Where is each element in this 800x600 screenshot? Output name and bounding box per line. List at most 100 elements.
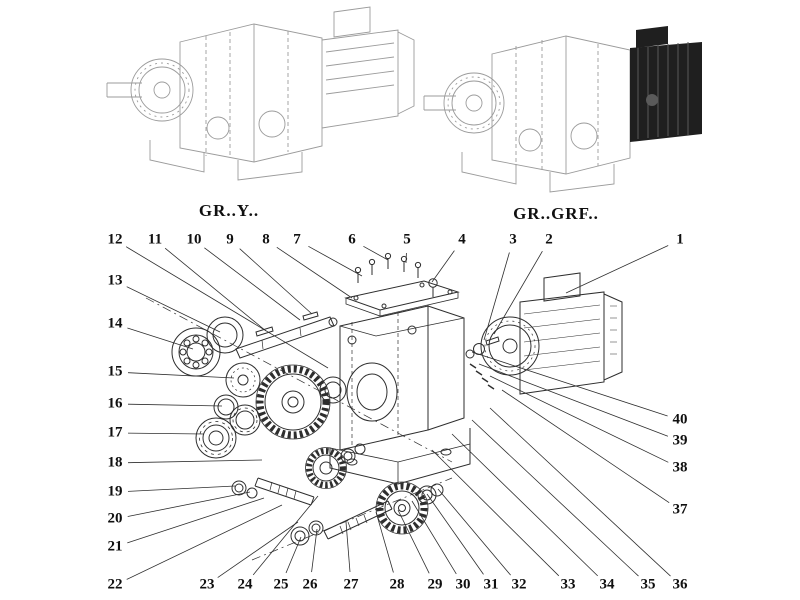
- leader-line-1: [565, 245, 669, 294]
- callout-20: 20: [107, 510, 123, 527]
- assembly-axis-lines: [145, 297, 453, 561]
- output-gear: [255, 364, 331, 440]
- leader-line-17: [127, 432, 205, 435]
- leader-line-30: [411, 500, 457, 575]
- callout-21: 21: [107, 538, 123, 555]
- second-stage-gear: [376, 482, 428, 534]
- callout-9: 9: [226, 231, 234, 248]
- callout-23: 23: [199, 576, 215, 593]
- leader-line-21: [127, 497, 265, 544]
- callout-12: 12: [107, 231, 123, 248]
- leader-line-9: [239, 248, 313, 315]
- callout-19: 19: [107, 483, 123, 500]
- leader-line-37: [501, 389, 670, 504]
- pinion-shaft: [254, 477, 315, 506]
- callout-31: 31: [483, 576, 499, 593]
- callout-28: 28: [389, 576, 405, 593]
- assembled-view-gr-grf: [423, 26, 702, 193]
- leader-line-6: [363, 245, 389, 261]
- intermediate-gear: [306, 448, 346, 488]
- fan-cowl: [603, 293, 623, 381]
- shaft-key: [302, 311, 319, 321]
- callout-35: 35: [640, 576, 656, 593]
- callout-17: 17: [107, 424, 123, 441]
- leader-line-29: [397, 509, 430, 574]
- retaining-washer: [319, 376, 347, 404]
- callout-16: 16: [107, 395, 123, 412]
- leader-line-22: [126, 504, 283, 580]
- bearing-cover: [225, 362, 261, 398]
- intermediate-shaft-assembly: [231, 443, 366, 506]
- terminal-box: [543, 272, 581, 302]
- terminal-box: [333, 6, 371, 38]
- leader-line-24: [252, 495, 319, 576]
- leader-line-19: [127, 485, 236, 492]
- input-key: [485, 336, 500, 346]
- leader-line-11: [164, 247, 267, 332]
- callout-26: 26: [302, 576, 318, 593]
- assembled-view-gr-y: [106, 6, 415, 181]
- leader-line-23: [217, 521, 299, 578]
- callout-38: 38: [672, 459, 688, 476]
- exploded-view: [145, 252, 623, 561]
- callout-18: 18: [107, 454, 123, 471]
- callout-4: 4: [458, 231, 466, 248]
- leader-line-38: [489, 375, 669, 463]
- leader-line-20: [127, 491, 251, 517]
- oil-seal: [206, 316, 244, 354]
- second-shaft-assembly: [290, 481, 444, 546]
- leader-line-16: [127, 403, 223, 407]
- callout-22: 22: [107, 576, 123, 593]
- callout-1: 1: [676, 231, 684, 248]
- callout-32: 32: [511, 576, 527, 593]
- leader-line-15: [127, 372, 235, 379]
- leader-line-34: [451, 433, 598, 577]
- callout-25: 25: [273, 576, 289, 593]
- callout-37: 37: [672, 501, 688, 518]
- leader-line-36: [489, 407, 671, 577]
- leader-line-35: [471, 419, 639, 577]
- input-pinion-shaft: [323, 500, 393, 540]
- callout-30: 30: [455, 576, 471, 593]
- callout-13: 13: [107, 272, 123, 289]
- leader-line-12: [125, 246, 329, 369]
- callout-27: 27: [343, 576, 359, 593]
- model-label-gr-y: GR..Y..: [198, 201, 260, 220]
- input-shim: [465, 349, 475, 359]
- leader-line-2: [493, 250, 543, 335]
- output-shaft-assembly: [171, 311, 347, 459]
- exploded-motor: [465, 272, 623, 395]
- callout-36: 36: [672, 576, 688, 593]
- ball-bearing-pair: [195, 404, 261, 459]
- callout-24: 24: [237, 576, 253, 593]
- callout-7: 7: [293, 231, 301, 248]
- leader-line-10: [204, 247, 301, 321]
- callout-33: 33: [560, 576, 576, 593]
- flange-screws: [469, 363, 495, 390]
- leader-line-27: [345, 521, 351, 573]
- callout-10: 10: [186, 231, 202, 248]
- leader-line-32: [437, 488, 511, 576]
- leader-line-26: [311, 528, 318, 573]
- callout-39: 39: [672, 432, 688, 449]
- callout-29: 29: [427, 576, 443, 593]
- housing-cover: [344, 280, 460, 317]
- leader-line-40: [471, 351, 668, 417]
- callout-40: 40: [672, 411, 688, 428]
- terminal-box: [636, 26, 668, 48]
- callout-14: 14: [107, 315, 123, 332]
- callout-2: 2: [545, 231, 553, 248]
- output-shaft-line: [423, 95, 456, 111]
- leader-line-13: [126, 286, 221, 333]
- gear-housing: [329, 305, 471, 485]
- callout-15: 15: [107, 363, 123, 380]
- leader-line-31: [426, 493, 484, 575]
- leader-line-7: [308, 245, 363, 277]
- leader-line-28: [375, 511, 394, 573]
- callout-34: 34: [599, 576, 615, 593]
- shaft-key: [255, 326, 274, 337]
- leader-line-25: [285, 536, 302, 574]
